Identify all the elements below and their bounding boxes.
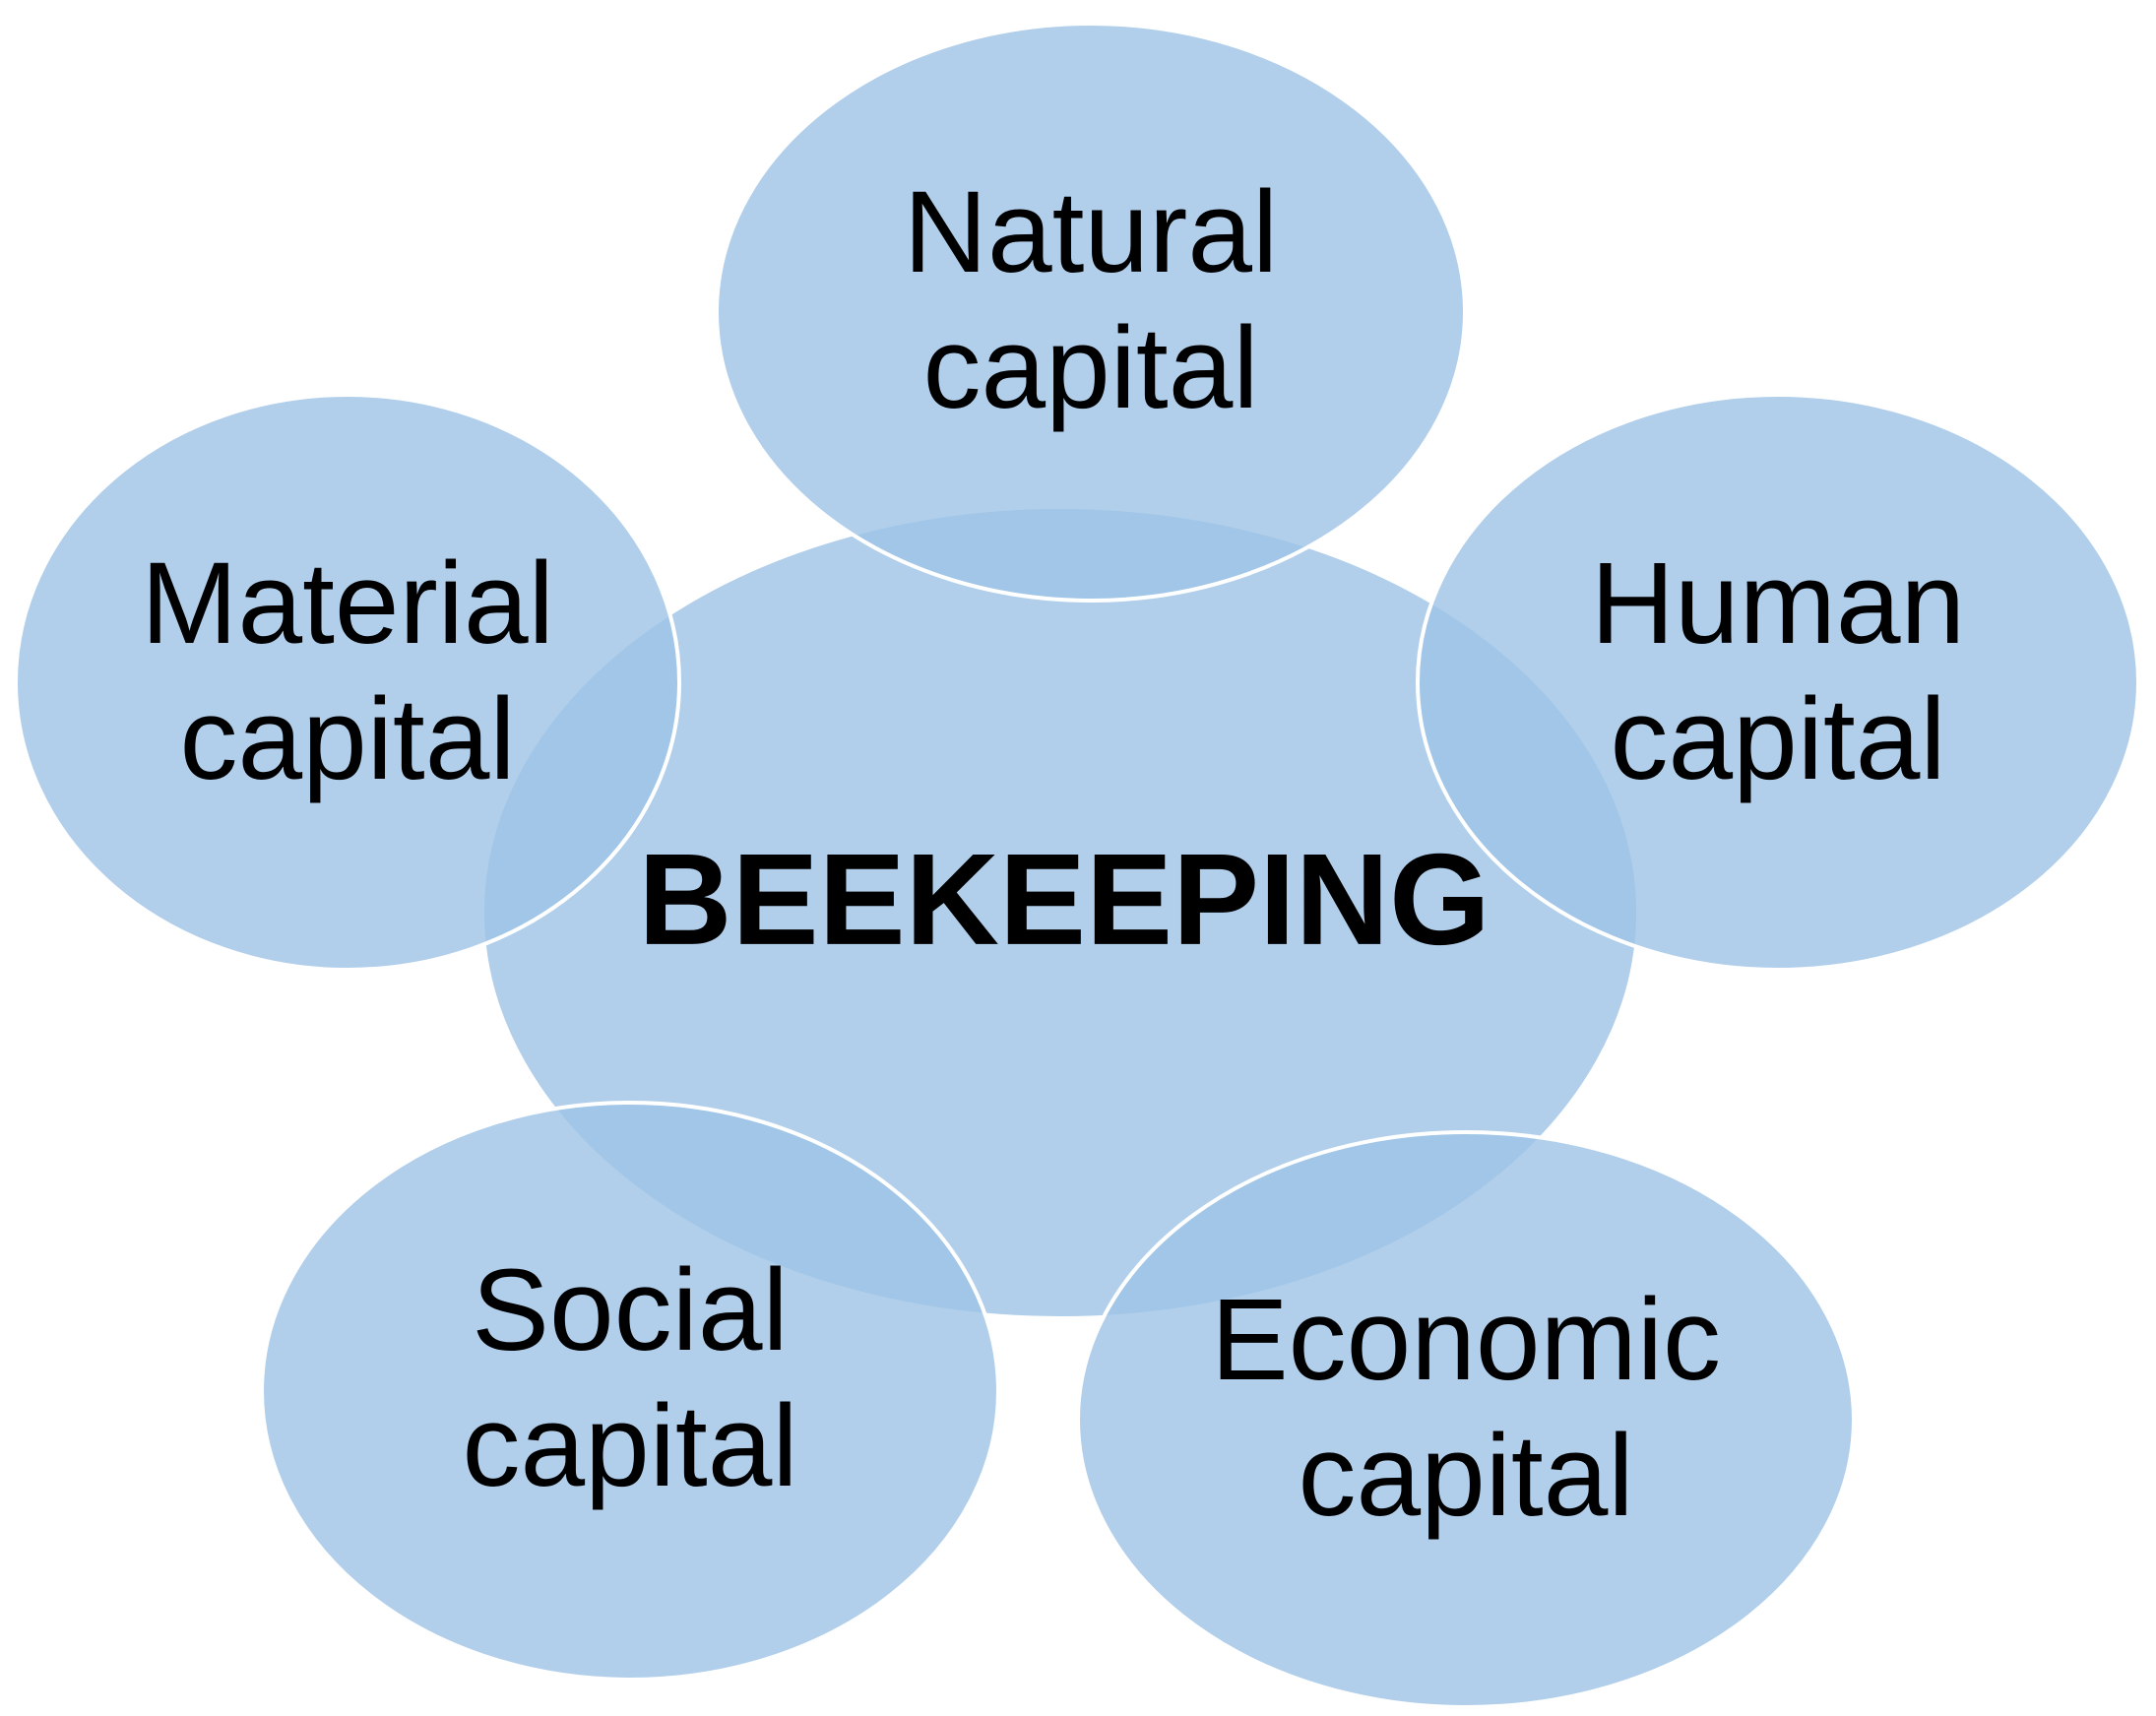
human-ellipse [1416,393,2140,972]
node-social [260,1101,1000,1682]
economic-ellipse [1076,1130,1856,1709]
node-material [14,393,681,972]
social-label-line2: capital [462,1381,797,1511]
social-label-line1: Social [472,1245,788,1375]
natural-label-line2: capital [922,303,1258,433]
natural-ellipse [715,22,1467,603]
human-label-line1: Human [1591,539,1965,668]
material-label-line2: capital [179,674,515,804]
human-label-line2: capital [1610,674,1945,804]
node-human [1416,393,2140,972]
center-label: BEEKEEPING [638,827,1490,972]
economic-label-line1: Economic [1211,1275,1721,1405]
material-ellipse [14,393,681,972]
natural-label-line1: Natural [904,167,1278,297]
material-label-line1: Material [141,539,554,668]
node-economic [1076,1130,1856,1709]
node-natural [715,22,1467,603]
social-ellipse [260,1101,1000,1682]
economic-label-line2: capital [1298,1411,1633,1541]
